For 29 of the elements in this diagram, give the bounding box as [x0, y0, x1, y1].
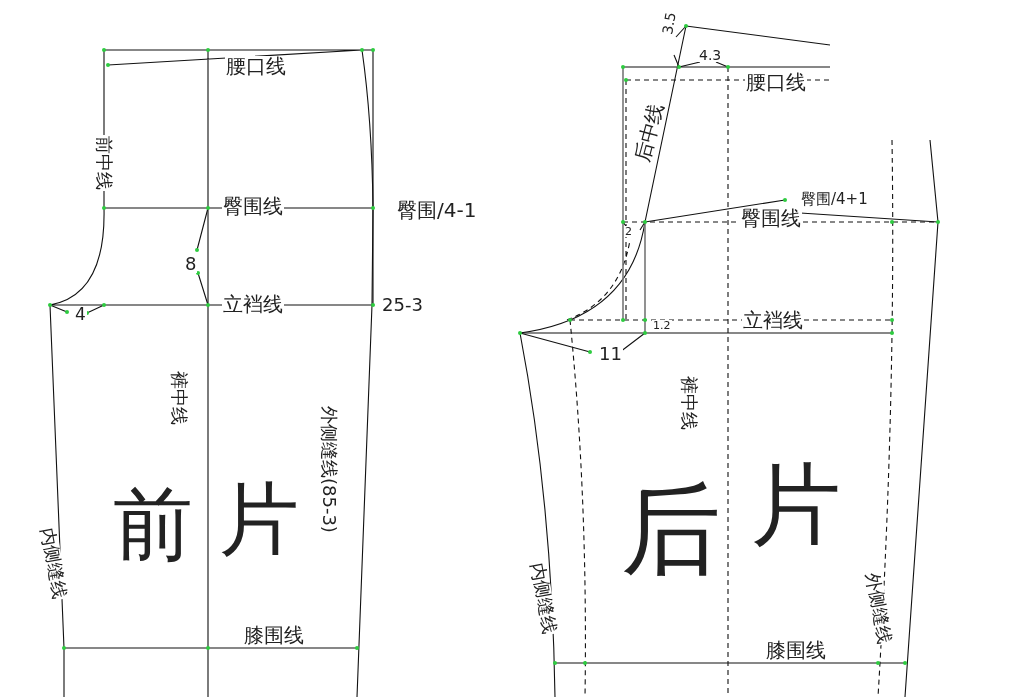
- dimension-label: 1.2: [652, 320, 672, 331]
- dimension-label: 臀围/4+1: [800, 192, 869, 207]
- line-label: 臀围线: [222, 196, 284, 216]
- dimension-label: 11: [598, 345, 623, 363]
- dimension-label: 臀围/4-1: [396, 200, 478, 220]
- piece-label: 片: [750, 460, 842, 550]
- line-label: 立裆线: [742, 310, 804, 330]
- line-label: 臀围线: [740, 208, 802, 228]
- dimension-label: 2: [624, 226, 633, 237]
- line-label: 内侧缝线: [38, 525, 69, 601]
- dimension-label: 25-3: [381, 296, 424, 314]
- line-label: 膝围线: [765, 640, 827, 660]
- piece-label: 前: [112, 485, 194, 565]
- line-label: 膝围线: [243, 625, 305, 645]
- line-label: 腰口线: [225, 56, 287, 76]
- dimension-label: 3.5: [660, 10, 678, 37]
- line-label: 裤中线: [680, 375, 698, 431]
- line-label: 腰口线: [745, 72, 807, 92]
- dimension-label: 8: [184, 255, 198, 273]
- line-label: 前中线: [95, 135, 113, 191]
- line-label: 内侧缝线: [528, 560, 559, 636]
- line-label: 外侧缝线: [863, 570, 894, 646]
- dimension-label: 4: [74, 306, 87, 323]
- piece-label: 后: [620, 480, 722, 580]
- dimension-label: 4.3: [698, 48, 723, 62]
- line-label: 立裆线: [222, 294, 284, 314]
- piece-label: 片: [218, 480, 300, 560]
- line-label: 裤中线: [170, 370, 188, 426]
- line-label: 外侧缝线(85-3): [320, 405, 338, 534]
